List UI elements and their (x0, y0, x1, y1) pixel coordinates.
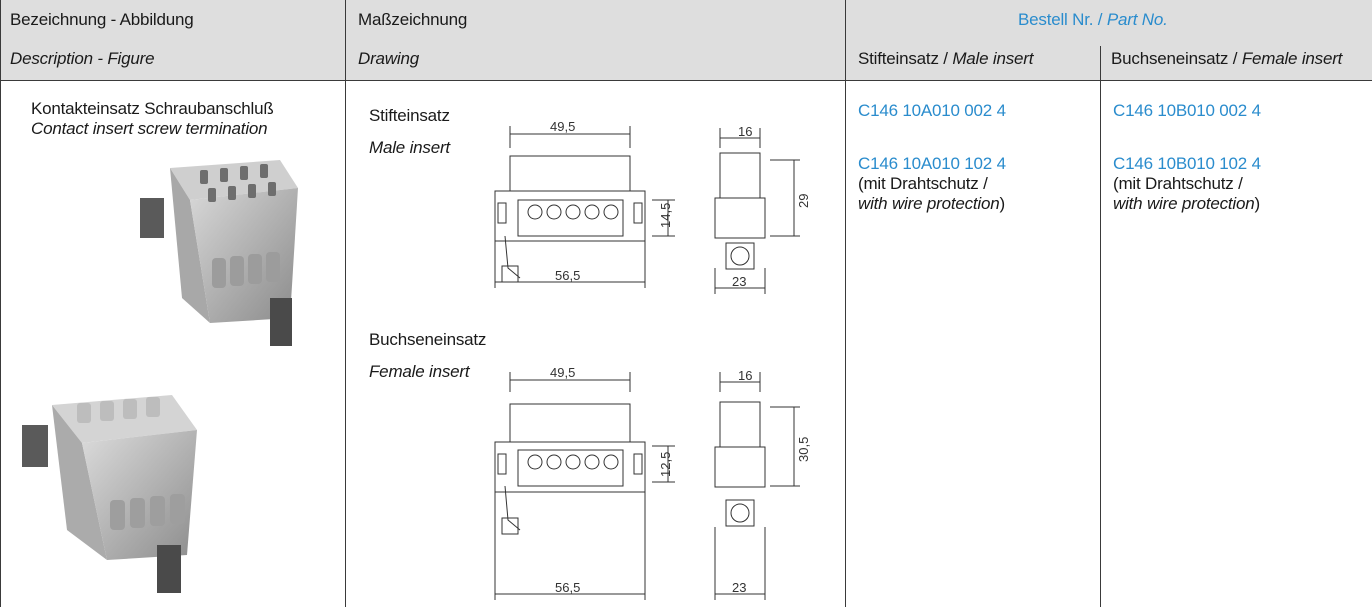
female-side-drawing: 16 30,5 23 (714, 368, 811, 600)
female-note-de: (mit Drahtschutz / (1113, 174, 1243, 193)
female-insert-photo (22, 395, 197, 593)
male-insert-photo (140, 160, 298, 346)
header-partno-de: Bestell Nr. / (1018, 10, 1103, 29)
drawing-female-label-de: Buchseneinsatz (369, 330, 487, 349)
drawing-male-label-de: Stifteinsatz (369, 106, 450, 125)
female-note-close: ) (1254, 194, 1261, 213)
description-de: Kontakteinsatz Schraubanschluß (31, 99, 274, 118)
header-divider (0, 80, 1372, 81)
male-note-en-line: with wire protection) (858, 193, 1005, 215)
table-border-left (0, 0, 1, 607)
male-dim-top: 49,5 (550, 119, 575, 134)
male-note-de: (mit Drahtschutz / (858, 174, 988, 193)
female-part-number-2: C146 10B010 102 4 (1113, 154, 1261, 173)
male-dim-height: 14,5 (658, 203, 673, 228)
male-side-dim-height: 29 (796, 194, 811, 208)
header-drawing-en: Drawing (358, 49, 419, 68)
column-divider-2 (845, 0, 846, 607)
female-front-drawing: 49,5 56,5 12,5 (494, 365, 675, 600)
male-side-dim-bottom: 23 (732, 274, 746, 289)
female-dim-bottom: 56,5 (555, 580, 580, 595)
male-part-number-1: C146 10A010 002 4 (858, 101, 1006, 120)
female-dim-height: 12,5 (658, 452, 673, 477)
header-description-en: Description - Figure (10, 49, 155, 68)
male-front-drawing: 49,5 56,5 14,5 (494, 119, 675, 288)
drawing-female-label-en: Female insert (369, 362, 470, 381)
male-part-number-2: C146 10A010 102 4 (858, 154, 1006, 173)
header-description-de: Bezeichnung - Abbildung (10, 10, 194, 29)
header-female-insert: Buchseneinsatz / Female insert (1111, 48, 1342, 70)
female-note-en-line: with wire protection) (1113, 193, 1260, 215)
header-male-de: Stifteinsatz / (858, 49, 948, 68)
female-side-dim-top: 16 (738, 368, 752, 383)
header-partno-en: Part No. (1106, 10, 1168, 29)
male-dim-bottom: 56,5 (555, 268, 580, 283)
female-part-number-1: C146 10B010 002 4 (1113, 101, 1261, 120)
column-divider-3 (1100, 46, 1101, 607)
header-female-en: Female insert (1241, 49, 1343, 68)
header-male-insert: Stifteinsatz / Male insert (858, 48, 1033, 70)
table-header (0, 0, 1372, 80)
female-note-en: with wire protection (1113, 194, 1255, 213)
female-side-dim-bottom: 23 (732, 580, 746, 595)
header-drawing-de: Maßzeichnung (358, 10, 468, 29)
male-side-dim-top: 16 (738, 124, 752, 139)
header-partno: Bestell Nr. / Part No. (1018, 9, 1168, 31)
female-dim-top: 49,5 (550, 365, 575, 380)
male-note-en: with wire protection (858, 194, 1000, 213)
header-male-en: Male insert (952, 49, 1034, 68)
male-side-drawing: 16 29 23 (714, 124, 811, 294)
description-en: Contact insert screw termination (31, 119, 268, 138)
female-side-dim-height: 30,5 (796, 437, 811, 462)
male-note-close: ) (999, 194, 1006, 213)
header-female-de: Buchseneinsatz / (1111, 49, 1238, 68)
drawing-male-label-en: Male insert (369, 138, 450, 157)
column-divider-1 (345, 0, 346, 607)
